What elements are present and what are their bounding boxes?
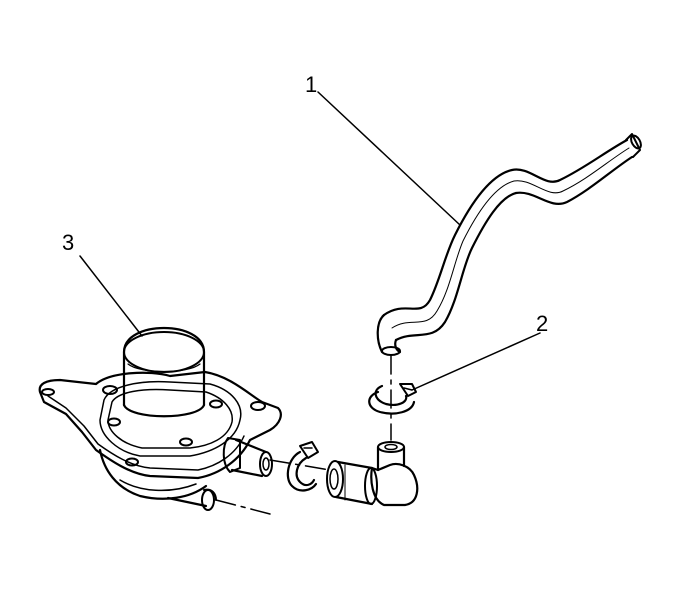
leader-lines xyxy=(79,91,541,391)
callout-3: 3 xyxy=(62,230,75,255)
bolt-group xyxy=(102,385,266,467)
elbow-fitting xyxy=(326,441,419,507)
hose-clamp-lower xyxy=(286,441,319,492)
leader-line-2 xyxy=(411,332,541,391)
hose-clamp xyxy=(368,383,417,415)
alignment-lines xyxy=(215,355,392,515)
air-pump xyxy=(38,326,282,511)
callout-2: 2 xyxy=(536,311,549,336)
leader-line-1 xyxy=(317,91,461,226)
leader-line-3 xyxy=(79,255,143,337)
callout-1: 1 xyxy=(305,72,318,97)
hose xyxy=(376,133,642,356)
